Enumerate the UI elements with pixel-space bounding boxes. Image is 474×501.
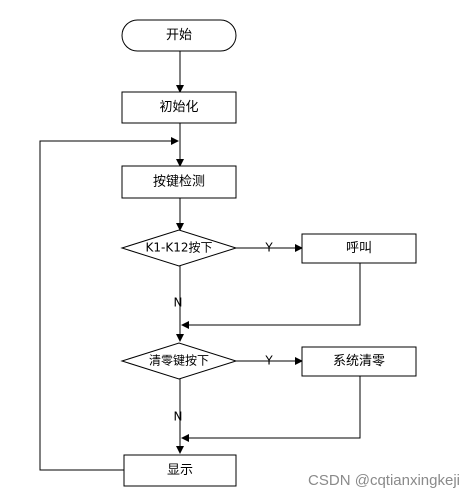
start-label: 开始: [166, 28, 192, 43]
connectors: [39, 51, 361, 471]
decision2-yes-label: Y: [264, 354, 273, 368]
decision2-no-label: N: [174, 410, 183, 424]
detect-node: 按键检测: [121, 165, 237, 199]
init-node: 初始化: [121, 91, 237, 124]
arrow-loop-back: [39, 137, 179, 471]
clear-label: 系统清零: [333, 354, 385, 369]
decision2-node: 清零键按下: [120, 342, 238, 380]
display-label: 显示: [167, 463, 193, 478]
display-node: 显示: [123, 454, 237, 487]
clear-node: 系统清零: [301, 346, 417, 377]
call-node: 呼叫: [301, 233, 417, 264]
arrow-clear-merge: [181, 376, 361, 442]
decision1-node: K1-K12按下: [120, 229, 238, 267]
decision1-no-label: N: [174, 296, 183, 310]
decision2-label: 清零键按下: [149, 354, 209, 368]
decision1-yes-label: Y: [264, 241, 273, 255]
call-label: 呼叫: [346, 241, 372, 256]
init-label: 初始化: [159, 100, 198, 115]
arrow-call-merge: [181, 263, 361, 329]
start-node: 开始: [121, 19, 237, 52]
watermark: CSDN @cqtianxingkeji: [308, 472, 460, 489]
decision1-label: K1-K12按下: [146, 241, 213, 255]
detect-label: 按键检测: [153, 175, 205, 190]
